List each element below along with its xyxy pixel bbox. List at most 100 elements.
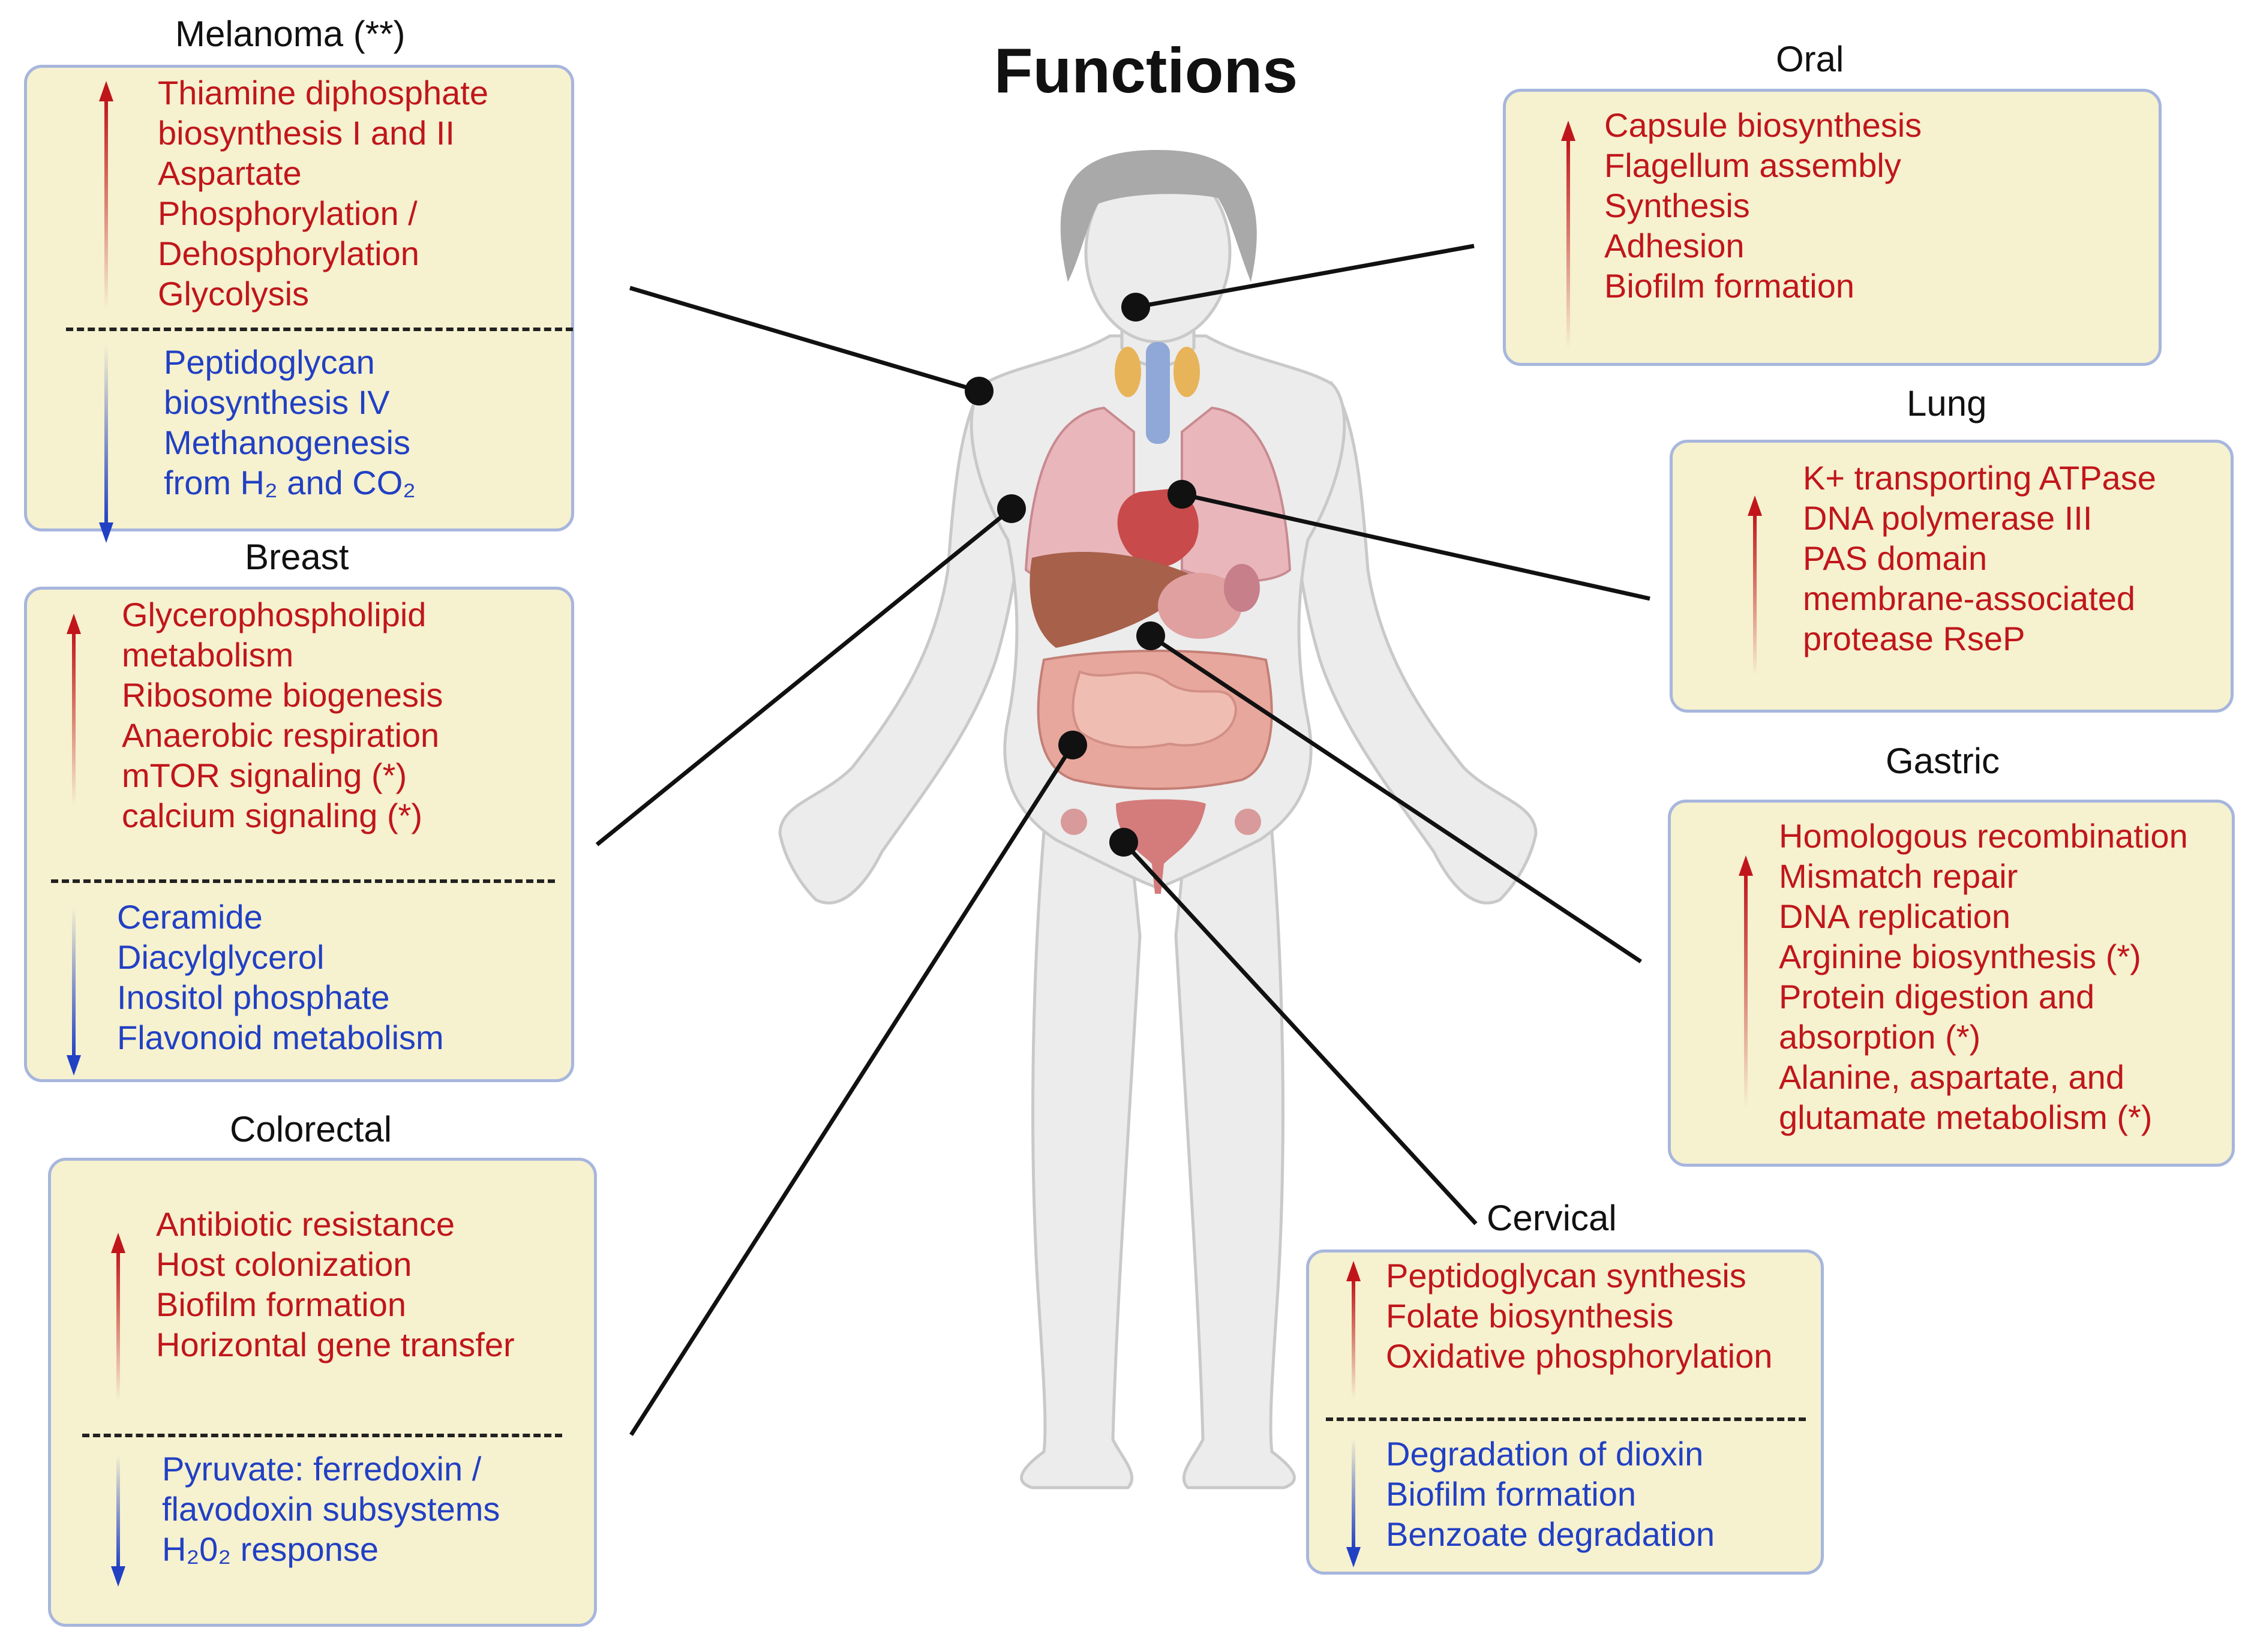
list-item: Ribosome biogenesis: [122, 676, 443, 714]
cervical-dot: [1109, 828, 1138, 857]
colorectal-divider: [82, 1434, 562, 1437]
list-item: Aspartate: [158, 154, 302, 192]
list-item: DNA polymerase III: [1803, 499, 2093, 537]
cervical-up-arrow-icon: [1346, 1261, 1361, 1399]
list-item: Glycerophospholipid: [122, 596, 427, 633]
list-item: Ceramide: [117, 898, 263, 936]
list-item: Homologous recombination: [1779, 817, 2188, 855]
head: [1060, 150, 1257, 344]
colorectal-panel: Antibiotic resistance Host colonization …: [48, 1158, 597, 1627]
breast-label: Breast: [245, 537, 349, 577]
list-item: glutamate metabolism (*): [1779, 1098, 2153, 1136]
lung-label: Lung: [1907, 383, 1987, 423]
breast-connector: [595, 507, 1013, 846]
breast-down-arrow-icon: [67, 908, 81, 1076]
heart: [1117, 489, 1199, 567]
breast-up-arrow-icon: [67, 614, 81, 806]
breast-divider: [51, 879, 555, 883]
list-item: Diacylglycerol: [117, 938, 325, 976]
lung-up-arrow-icon: [1748, 495, 1762, 675]
gastric-increased-list: Homologous recombination Mismatch repair…: [1779, 816, 2188, 1137]
cervical-down-arrow-icon: [1346, 1438, 1361, 1567]
melanoma-connector: [629, 286, 980, 394]
cervical-decreased-list: Degradation of dioxin Biofilm formation …: [1386, 1434, 1715, 1554]
list-item: Oxidative phosphorylation: [1386, 1337, 1773, 1375]
list-item: Peptidoglycan synthesis: [1386, 1257, 1746, 1294]
list-item: Thiamine diphosphate: [158, 74, 489, 112]
spleen: [1224, 564, 1260, 612]
oral-dot: [1121, 293, 1150, 322]
uterus: [1116, 799, 1206, 894]
list-item: K+ transporting ATPase: [1803, 459, 2156, 497]
list-item: Biofilm formation: [1386, 1475, 1637, 1513]
list-item: Host colonization: [156, 1245, 412, 1283]
list-item: Capsule biosynthesis: [1604, 106, 1922, 144]
organs: [1024, 342, 1292, 894]
list-item: Benzoate degradation: [1386, 1515, 1715, 1553]
colorectal-decreased-list: Pyruvate: ferredoxin / flavodoxin subsys…: [162, 1449, 500, 1569]
list-item: Anaerobic respiration: [122, 716, 440, 754]
liver: [1030, 552, 1194, 648]
gastric-label: Gastric: [1886, 741, 2000, 781]
list-item: Pyruvate: ferredoxin /: [162, 1450, 482, 1488]
list-item: Peptidoglycan: [164, 343, 375, 381]
colorectal-down-arrow-icon: [111, 1455, 125, 1587]
melanoma-down-arrow-icon: [99, 345, 113, 543]
thyroid-right: [1173, 347, 1200, 397]
lung-dot: [1167, 480, 1196, 509]
cervical-divider: [1326, 1417, 1806, 1421]
oral-label: Oral: [1776, 39, 1844, 79]
gastric-up-arrow-icon: [1739, 855, 1753, 1107]
list-item: metabolism: [122, 636, 294, 674]
breast-decreased-list: Ceramide Diacylglycerol Inositol phospha…: [117, 897, 444, 1058]
thyroid: [1115, 347, 1141, 397]
list-item: membrane-associated: [1803, 579, 2136, 617]
right-arm: [1288, 380, 1538, 905]
melanoma-label: Melanoma (**): [175, 14, 406, 54]
list-item: H₂0₂ response: [162, 1530, 379, 1568]
list-item: calcium signaling (*): [122, 797, 423, 834]
list-item: Biofilm formation: [156, 1285, 407, 1323]
colorectal-dot: [1058, 731, 1087, 759]
cervical-label: Cervical: [1487, 1198, 1617, 1238]
list-item: DNA replication: [1779, 897, 2010, 935]
connector-lines: [595, 244, 1650, 1436]
oral-connector: [1135, 244, 1475, 310]
lung-increased-list: K+ transporting ATPase DNA polymerase II…: [1803, 458, 2156, 659]
melanoma-up-arrow-icon: [99, 81, 113, 309]
list-item: Antibiotic resistance: [156, 1205, 455, 1243]
oral-panel: Capsule biosynthesis Flagellum assembly …: [1503, 89, 2162, 366]
gastric-dot: [1136, 621, 1165, 650]
stomach: [1158, 573, 1242, 639]
melanoma-increased-list: Thiamine diphosphate biosynthesis I and …: [158, 73, 488, 314]
gastric-panel: Homologous recombination Mismatch repair…: [1668, 800, 2235, 1167]
cervical-panel: Peptidoglycan synthesis Folate biosynthe…: [1306, 1249, 1824, 1575]
figure-title: Functions: [994, 35, 1298, 106]
colorectal-connector: [629, 744, 1075, 1436]
list-item: flavodoxin subsystems: [162, 1490, 500, 1528]
lung-connector: [1181, 492, 1650, 601]
list-item: PAS domain: [1803, 539, 1988, 577]
left-arm: [778, 380, 1028, 905]
lung-panel: K+ transporting ATPase DNA polymerase II…: [1670, 440, 2234, 713]
breast-panel: Glycerophospholipid metabolism Ribosome …: [24, 587, 574, 1082]
oral-up-arrow-icon: [1561, 121, 1575, 349]
list-item: biosynthesis IV: [164, 383, 390, 421]
small-intestine: [1072, 670, 1238, 749]
list-item: Dehosphorylation: [158, 235, 419, 272]
list-item: Flagellum assembly: [1604, 146, 1901, 184]
list-item: mTOR signaling (*): [122, 756, 407, 794]
list-item: biosynthesis I and II: [158, 114, 455, 152]
colorectal-label: Colorectal: [230, 1109, 392, 1149]
list-item: Biofilm formation: [1604, 267, 1855, 305]
list-item: Alanine, aspartate, and: [1779, 1058, 2124, 1096]
connector-dots: [965, 293, 1196, 857]
list-item: Horizontal gene transfer: [156, 1326, 515, 1363]
list-item: Phosphorylation /: [158, 194, 418, 232]
melanoma-decreased-list: Peptidoglycan biosynthesis IV Methanogen…: [164, 342, 416, 503]
melanoma-dot: [965, 377, 994, 406]
list-item: Adhesion: [1604, 227, 1745, 265]
melanoma-panel: Thiamine diphosphate biosynthesis I and …: [24, 65, 574, 543]
oral-increased-list: Capsule biosynthesis Flagellum assembly …: [1604, 105, 1922, 306]
thyroid-trachea: [1146, 342, 1170, 444]
